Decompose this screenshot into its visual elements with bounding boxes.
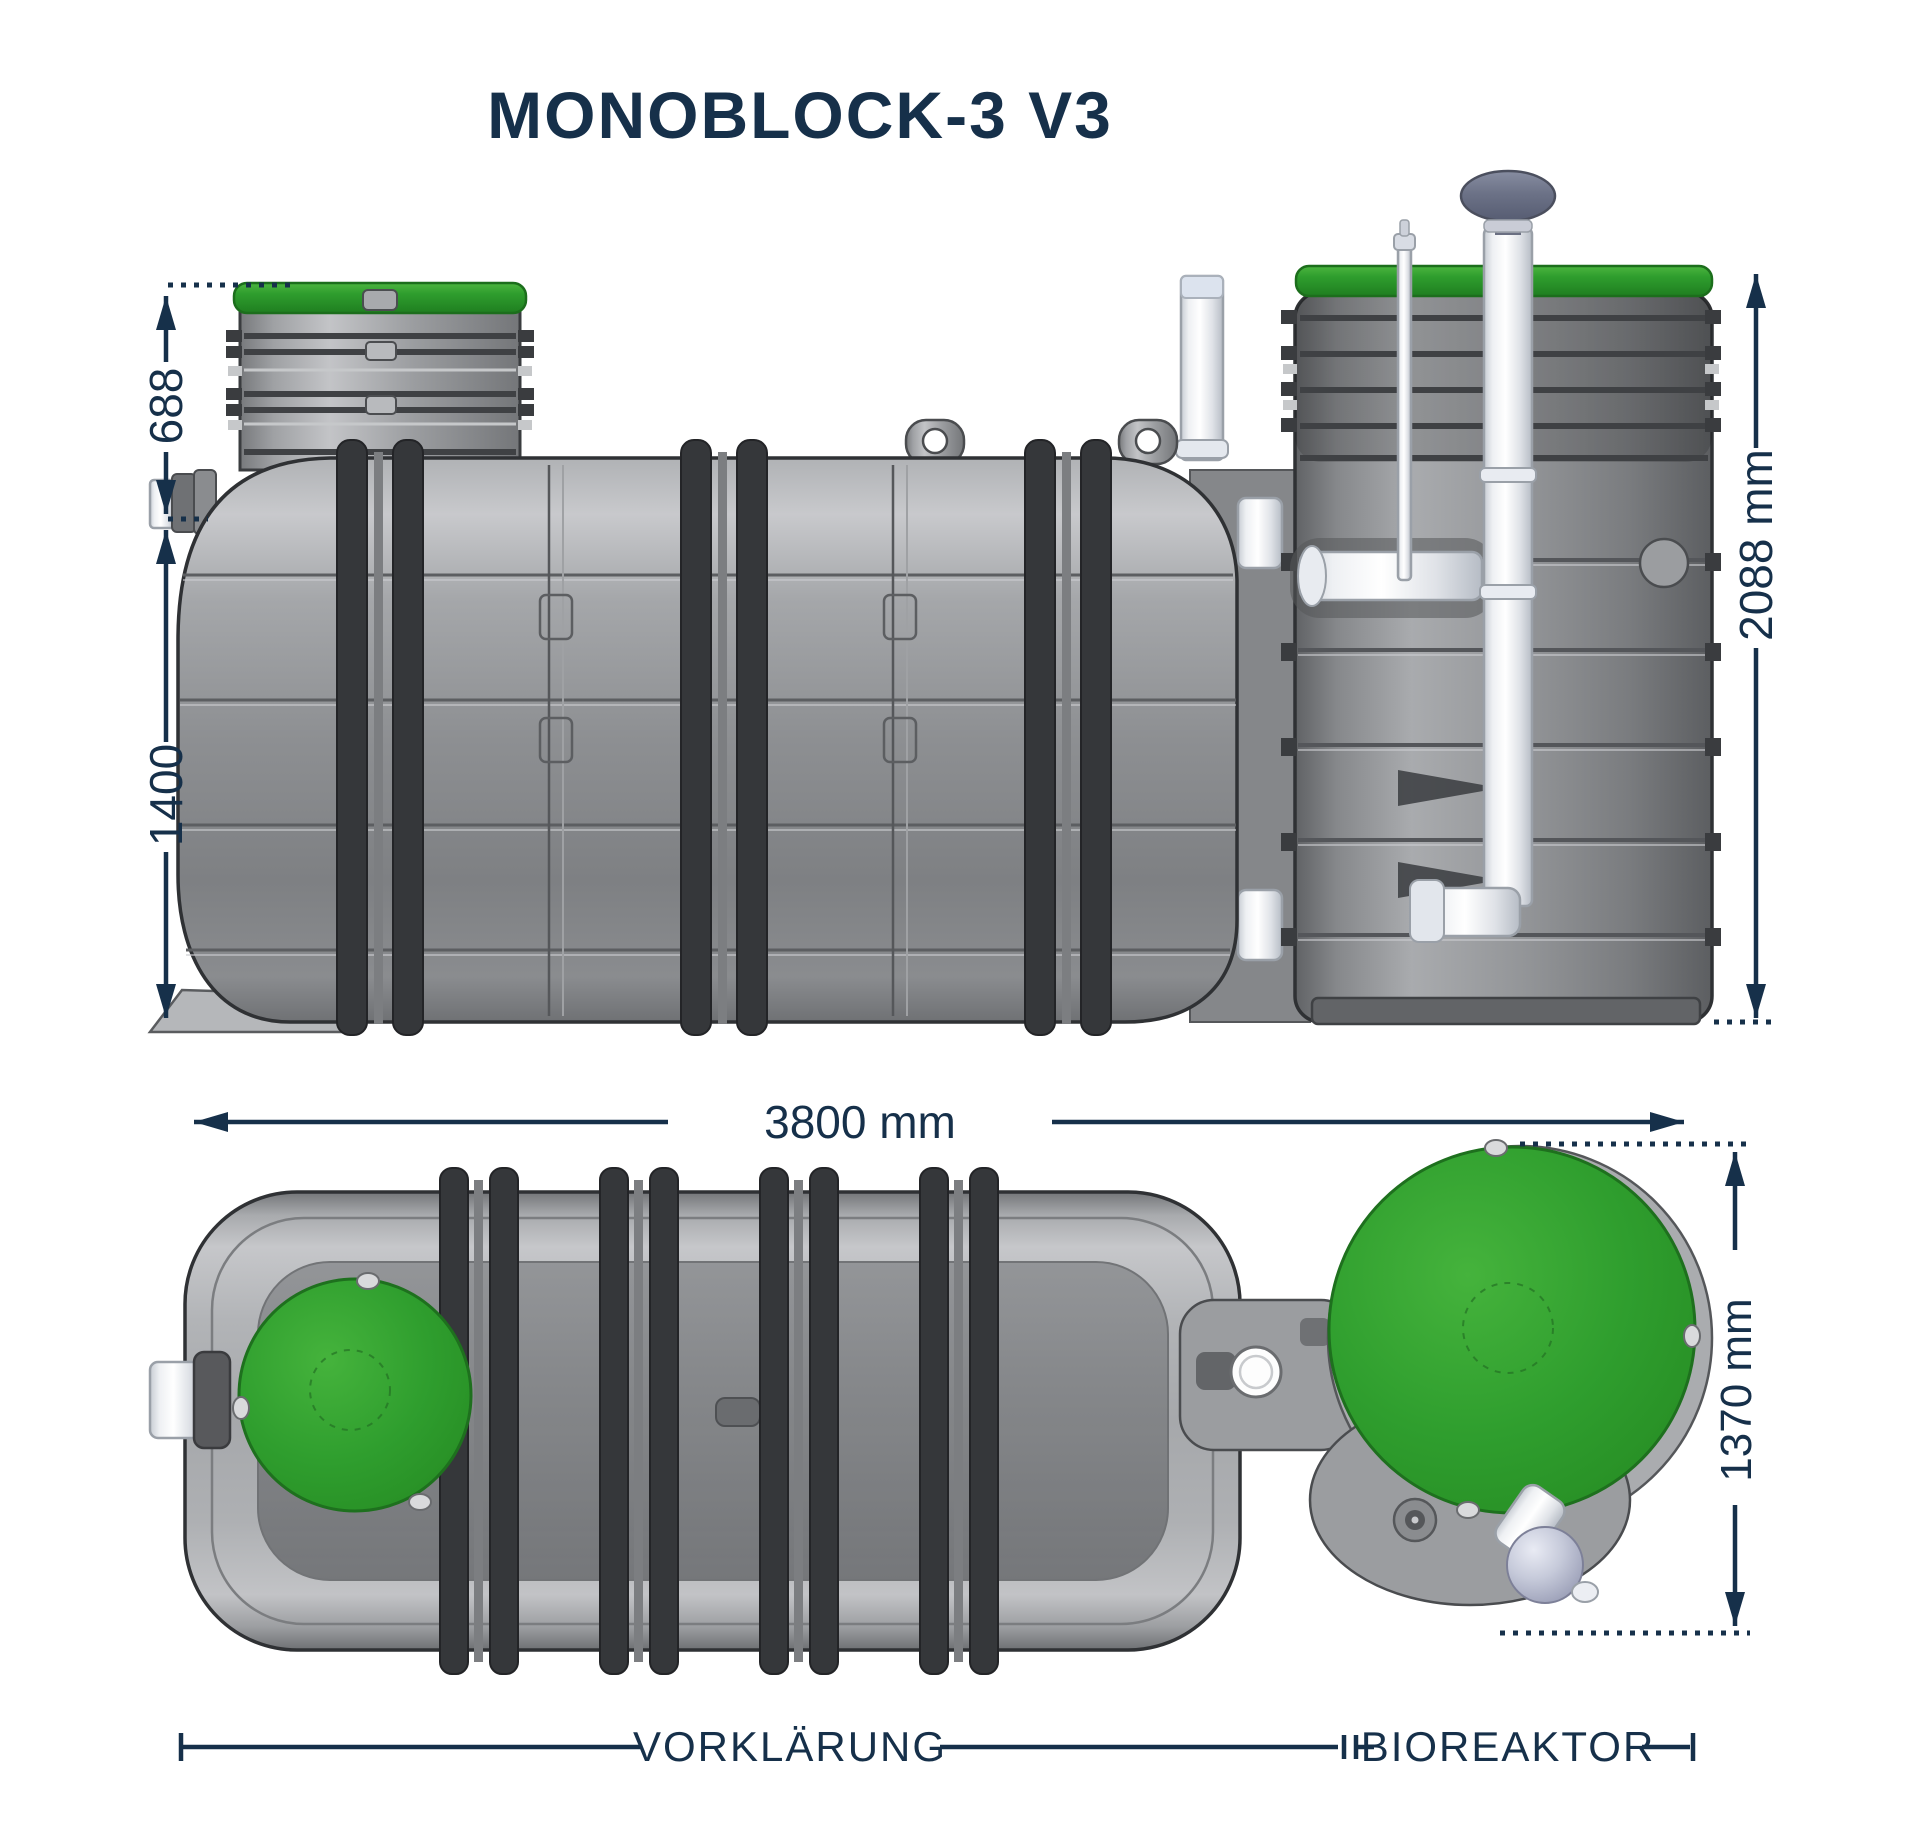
riser-clip (365, 395, 397, 415)
dim-total-length: 3800 mm (194, 1096, 1684, 1148)
vent-ball (1506, 1526, 1584, 1604)
tank-rib-band (1024, 439, 1112, 1036)
bridge-slot (1196, 1352, 1236, 1390)
bioreactor-base-skirt (1310, 996, 1702, 1026)
sampling-pipe (1175, 274, 1229, 462)
dim-riser-height-label: 688 (140, 368, 192, 445)
tank-rib-band-top (919, 1167, 999, 1675)
dim-bioreactor-diameter: 1370 mm (1500, 1141, 1761, 1636)
tank-rib-band-top (599, 1167, 679, 1675)
tank-rib-band-top (759, 1167, 839, 1675)
dim-total-height-label: 2088 mm (1730, 449, 1782, 641)
section-label-pretreatment: VORKLÄRUNG (633, 1723, 947, 1770)
pretreatment-riser (226, 281, 534, 472)
vent-cap (1459, 169, 1557, 235)
ball-fitting-tip (1571, 1581, 1599, 1603)
bioreactor-side (1281, 169, 1721, 1026)
dim-riser-height: 688 (140, 282, 295, 522)
side-elevation-view: 688 1400 2088 mm 3800 mm (140, 169, 1782, 1148)
bioreactor-top-view (1308, 1139, 1714, 1607)
main-tank-side (176, 439, 1239, 1036)
tank-rib-band (336, 439, 424, 1036)
bioreactor-inlet-tee (1290, 538, 1495, 618)
section-labels: VORKLÄRUNG BIOREAKTOR (178, 1723, 1696, 1770)
lid-lug (1456, 1501, 1480, 1519)
bridge-slot (1300, 1318, 1330, 1346)
riser-clip (365, 341, 397, 361)
pretreatment-lid-top (232, 1272, 473, 1513)
connection-bridge-top (1178, 1298, 1357, 1452)
inlet-pipe (148, 469, 217, 535)
tank-rib-band (680, 439, 768, 1036)
lifting-lug (1117, 418, 1179, 466)
lid-lug (1484, 1139, 1508, 1157)
lid-lug (408, 1493, 432, 1511)
inlet-pipe-top (148, 1350, 232, 1450)
level-rod (1393, 219, 1416, 582)
dim-tank-height: 1400 (140, 530, 192, 1018)
lid-lug (356, 1272, 380, 1290)
lid-lug (232, 1396, 250, 1420)
top-plan-view: 1370 mm (148, 1139, 1761, 1675)
dim-total-height: 2088 mm (1714, 274, 1782, 1025)
dim-total-length-label: 3800 mm (764, 1096, 956, 1148)
page-title: MONOBLOCK-3 V3 (487, 78, 1113, 152)
dim-tank-height-label: 1400 (140, 744, 192, 846)
dim-bioreactor-diameter-label: 1370 mm (1712, 1298, 1761, 1481)
connector-pipe-lower (1236, 888, 1284, 962)
inspection-port (1229, 1345, 1283, 1399)
lid-lug (1683, 1324, 1701, 1348)
riser-lid-clip (362, 289, 398, 311)
connector-pipe-upper (1236, 496, 1284, 570)
mounting-bolt (1392, 1497, 1438, 1543)
section-label-bioreactor: BIOREAKTOR (1361, 1723, 1656, 1770)
tank-top-slot (715, 1397, 761, 1427)
